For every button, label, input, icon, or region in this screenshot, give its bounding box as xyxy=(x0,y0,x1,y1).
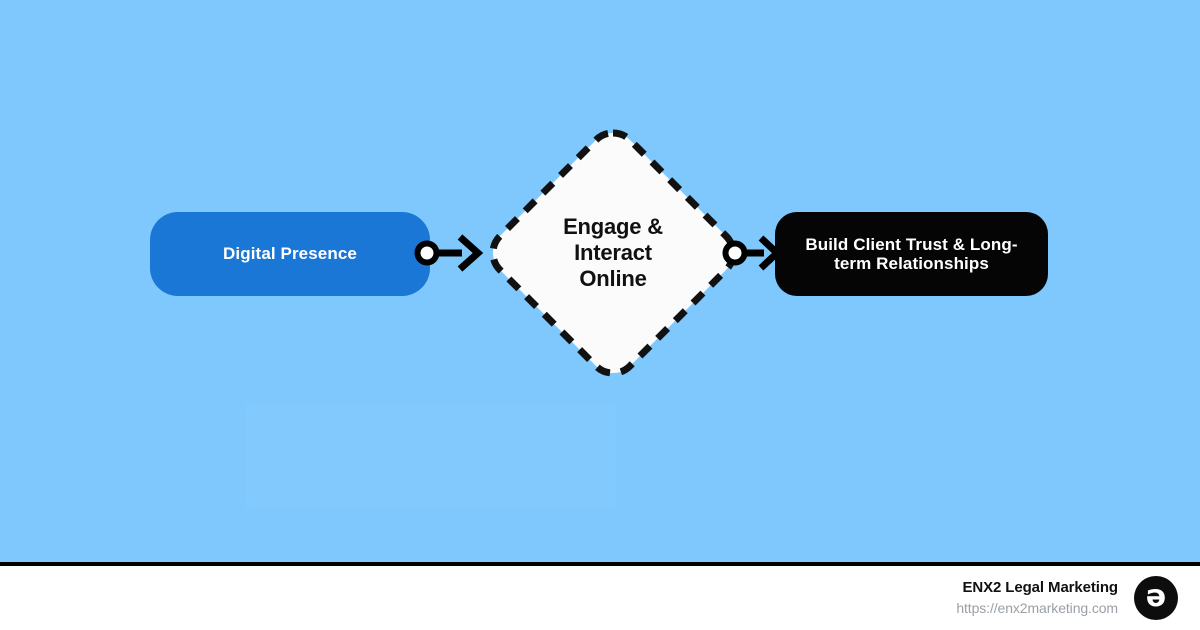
footer-site-url[interactable]: https://enx2marketing.com xyxy=(956,599,1118,616)
connector-start-to-decision xyxy=(414,228,486,278)
diamond-shape xyxy=(489,129,737,377)
footer-bar: ENX2 Legal Marketing https://enx2marketi… xyxy=(0,566,1200,630)
connector-decision-to-end xyxy=(722,228,782,278)
footer-divider xyxy=(0,562,1200,566)
flow-node-build-client-trust[interactable]: Build Client Trust & Long-term Relations… xyxy=(775,212,1048,296)
footer-text-block: ENX2 Legal Marketing https://enx2marketi… xyxy=(956,578,1118,617)
connector-start-circle-marker xyxy=(414,240,440,266)
flow-node-label: Engage & Interact Online xyxy=(563,214,663,291)
footer-brand-name: ENX2 Legal Marketing xyxy=(962,579,1118,597)
enx2-logo: ə xyxy=(1134,576,1178,620)
schwa-icon: ə xyxy=(1145,579,1167,614)
diagram-canvas: Digital Presence Engage & Interact Onlin… xyxy=(0,0,1200,562)
canvas-background-panel xyxy=(246,404,616,508)
connector-arrowhead xyxy=(457,234,484,272)
flow-node-label: Build Client Trust & Long-term Relations… xyxy=(805,234,1018,273)
flow-node-digital-presence[interactable]: Digital Presence xyxy=(150,212,430,296)
flow-node-label: Digital Presence xyxy=(223,244,357,264)
connector-start-circle-marker xyxy=(722,240,748,266)
flow-node-engage-interact-online[interactable]: Engage & Interact Online xyxy=(484,124,742,382)
